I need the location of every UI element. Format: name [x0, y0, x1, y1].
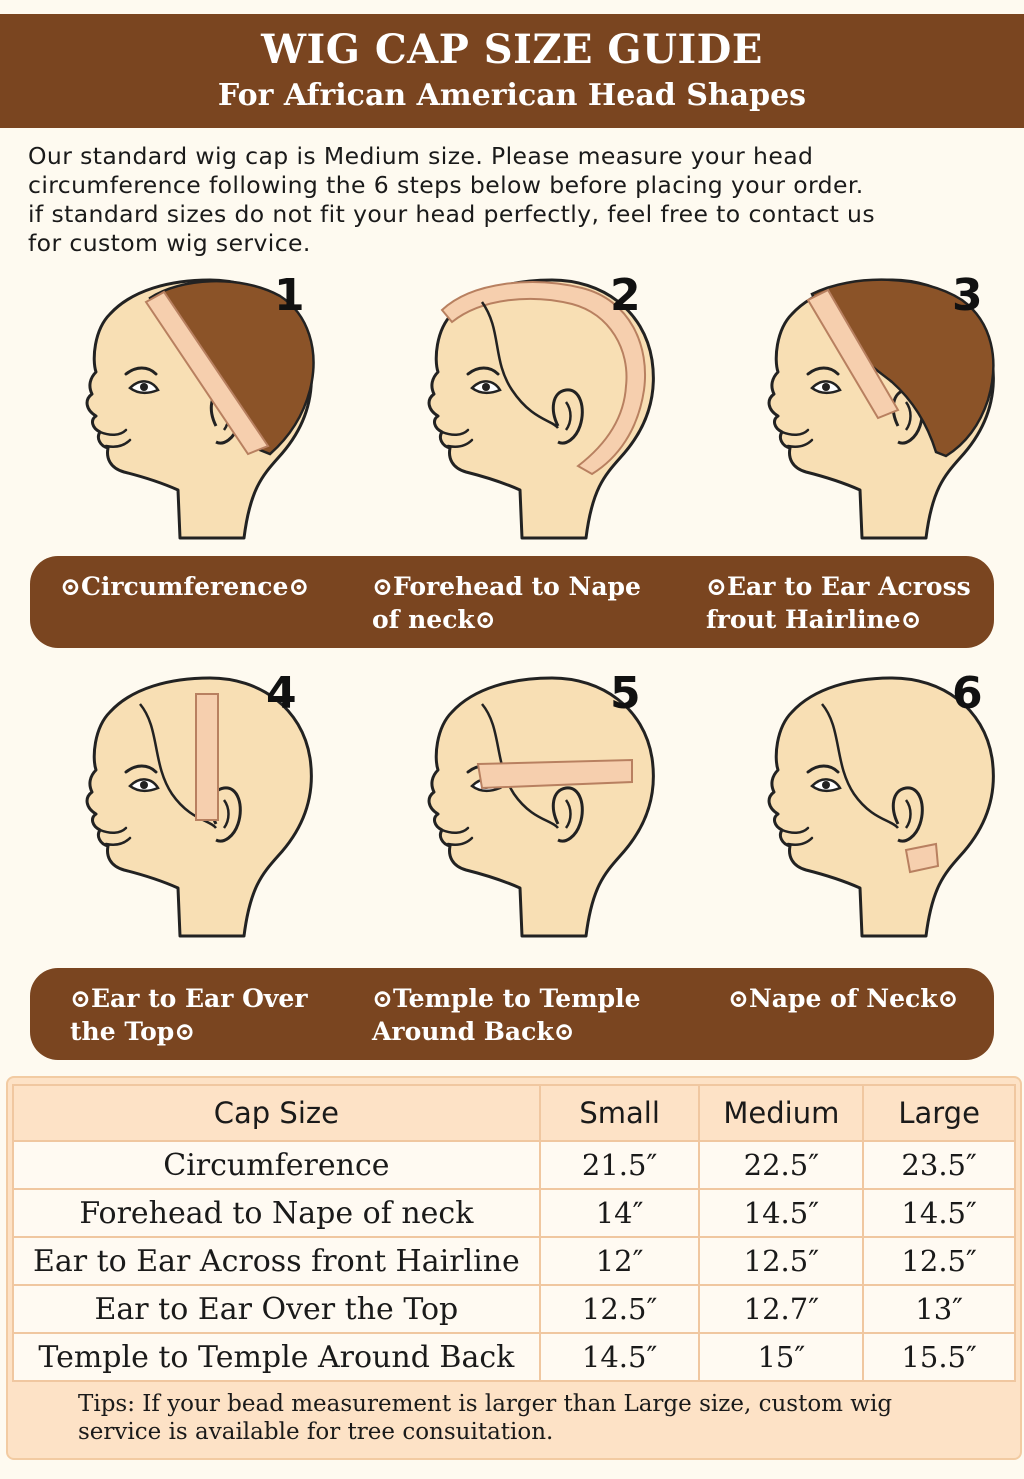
size-table: Cap Size Small Medium Large Circumferenc…	[12, 1084, 1016, 1382]
header-large: Large	[862, 1084, 1016, 1142]
measuring-tape	[144, 290, 270, 456]
cell-small: 21.5″	[538, 1140, 701, 1190]
table-row: Temple to Temple Around Back 14.5″ 15″ 1…	[12, 1332, 1016, 1382]
header-cap-size: Cap Size	[12, 1084, 541, 1142]
cell-small: 12″	[538, 1236, 701, 1286]
step-2-label: ⊙Forehead to Nape of neck⊙	[372, 572, 641, 634]
table-row: Ear to Ear Across front Hairline 12″ 12.…	[12, 1236, 1016, 1286]
hair-cap-shape	[810, 278, 995, 458]
measuring-tape	[904, 842, 940, 874]
cell-small: 12.5″	[538, 1284, 701, 1334]
step-number: 1	[274, 270, 305, 321]
step-number: 5	[610, 668, 641, 719]
cell-large: 14.5″	[862, 1188, 1016, 1238]
table-row: Forehead to Nape of neck 14″ 14.5″ 14.5″	[12, 1188, 1016, 1238]
row-label: Forehead to Nape of neck	[12, 1188, 541, 1238]
steps-label-band-top: ⊙Circumference⊙ ⊙Forehead to Nape of nec…	[30, 556, 994, 648]
measuring-tape	[476, 758, 633, 790]
measuring-tape	[195, 693, 219, 821]
row-label: Ear to Ear Over the Top	[12, 1284, 541, 1334]
cell-medium: 12.5″	[698, 1236, 865, 1286]
cell-medium: 15″	[698, 1332, 865, 1382]
step-5-illustration: 5	[382, 668, 682, 938]
step-2-illustration: 2	[382, 270, 682, 540]
step-6-label: ⊙Nape of Neck⊙	[728, 984, 959, 1013]
page-title: WIG CAP SIZE GUIDE	[261, 26, 763, 73]
cell-small: 14″	[538, 1188, 701, 1238]
header-banner: WIG CAP SIZE GUIDE For African American …	[0, 14, 1024, 128]
cell-small: 14.5″	[538, 1332, 701, 1382]
cell-large: 12.5″	[862, 1236, 1016, 1286]
step-5-label: ⊙Temple to Temple Around Back⊙	[372, 984, 641, 1046]
step-6-illustration: 6	[722, 668, 1022, 938]
cell-medium: 22.5″	[698, 1140, 865, 1190]
row-label: Temple to Temple Around Back	[12, 1332, 541, 1382]
cell-medium: 14.5″	[698, 1188, 865, 1238]
header-small: Small	[538, 1084, 701, 1142]
step-3-label: ⊙Ear to Ear Across frout Hairline⊙	[706, 572, 971, 634]
cell-large: 15.5″	[862, 1332, 1016, 1382]
page-subtitle: For African American Head Shapes	[217, 78, 807, 113]
row-label: Circumference	[12, 1140, 541, 1190]
step-number: 3	[952, 270, 983, 321]
table-row: Ear to Ear Over the Top 12.5″ 12.7″ 13″	[12, 1284, 1016, 1334]
step-1-label: ⊙Circumference⊙	[60, 572, 310, 601]
header-medium: Medium	[698, 1084, 865, 1142]
steps-label-band-bottom: ⊙Ear to Ear Over the Top⊙ ⊙Temple to Tem…	[30, 968, 994, 1060]
intro-text: Our standard wig cap is Medium size. Ple…	[28, 142, 875, 257]
measuring-tape	[806, 288, 900, 420]
step-number: 2	[610, 270, 641, 321]
table-header-row: Cap Size Small Medium Large	[12, 1084, 1016, 1142]
measuring-tape	[440, 281, 646, 476]
step-4-label: ⊙Ear to Ear Over the Top⊙	[70, 984, 308, 1046]
step-4-illustration: 4	[40, 668, 340, 938]
cell-large: 23.5″	[862, 1140, 1016, 1190]
step-number: 6	[952, 668, 983, 719]
tips-text: Tips: If your bead measurement is larger…	[78, 1391, 893, 1445]
step-3-illustration: 3	[722, 270, 1022, 540]
row-label: Ear to Ear Across front Hairline	[12, 1236, 541, 1286]
cell-medium: 12.7″	[698, 1284, 865, 1334]
step-number: 4	[266, 668, 297, 719]
size-table-panel: Cap Size Small Medium Large Circumferenc…	[6, 1076, 1022, 1460]
step-1-illustration: 1	[40, 270, 340, 540]
cell-large: 13″	[862, 1284, 1016, 1334]
table-row: Circumference 21.5″ 22.5″ 23.5″	[12, 1140, 1016, 1190]
